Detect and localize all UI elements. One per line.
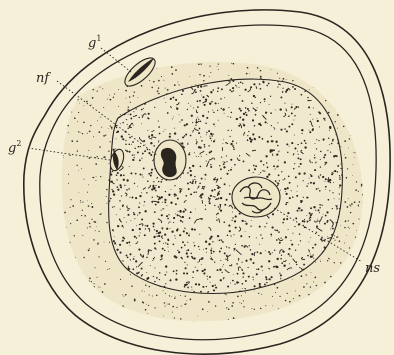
- nucleolus-nf: [154, 140, 186, 180]
- label-g1: g1: [88, 34, 101, 51]
- nucleolus-ns: [232, 177, 280, 217]
- label-g2: g2: [8, 139, 21, 156]
- label-ns: ns: [365, 261, 380, 276]
- label-nf: nf: [36, 71, 51, 86]
